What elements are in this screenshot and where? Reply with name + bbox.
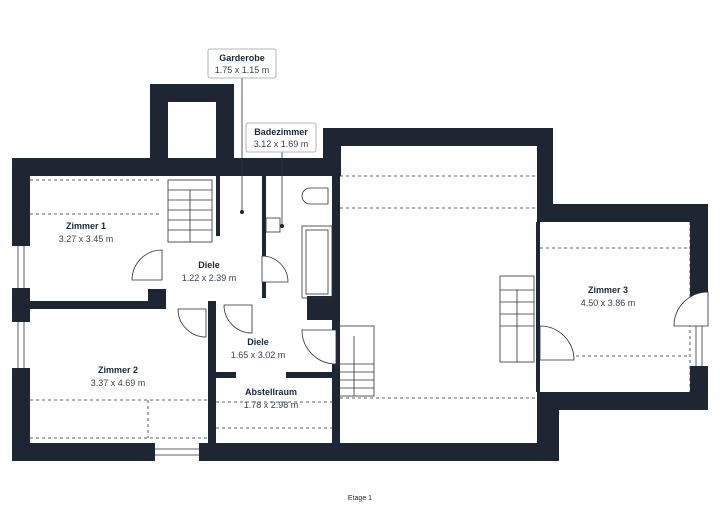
bathroom-fixtures	[265, 187, 333, 299]
room-name: Zimmer 3	[588, 285, 628, 295]
room-abstellraum: Abstellraum 1.78 x 2.98 m	[244, 387, 299, 410]
room-dims: 3.27 x 3.45 m	[59, 234, 114, 244]
room-diele-1: Diele 1.22 x 2.39 m	[182, 260, 237, 283]
callout-badezimmer-name: Badezimmer	[254, 127, 308, 137]
windows	[12, 246, 708, 461]
room-dims: 1.22 x 2.39 m	[182, 273, 237, 283]
room-zimmer-3: Zimmer 3 4.50 x 3.86 m	[581, 285, 636, 308]
room-dims: 3.37 x 4.69 m	[91, 378, 146, 388]
doors	[131, 249, 709, 365]
room-name: Abstellraum	[245, 387, 297, 397]
callout-badezimmer-dims: 3.12 x 1.69 m	[254, 139, 309, 149]
room-diele-2: Diele 1.65 x 3.02 m	[231, 337, 286, 360]
room-dims: 1.78 x 2.98 m	[244, 400, 299, 410]
callout-garderobe-dims: 1.75 x 1.15 m	[215, 65, 270, 75]
callout-garderobe: Garderobe 1.75 x 1.15 m	[207, 48, 277, 79]
room-zimmer-2: Zimmer 2 3.37 x 4.69 m	[91, 365, 146, 388]
floor-label: Etage 1	[348, 495, 372, 502]
callout-garderobe-name: Garderobe	[219, 53, 265, 63]
room-zimmer-1: Zimmer 1 3.27 x 3.45 m	[59, 221, 114, 244]
staircase-middle	[335, 325, 375, 397]
room-name: Zimmer 1	[66, 221, 106, 231]
callout-badezimmer: Badezimmer 3.12 x 1.69 m	[245, 122, 317, 153]
room-name: Zimmer 2	[98, 365, 138, 375]
walls	[12, 84, 708, 461]
room-dims: 1.65 x 3.02 m	[231, 350, 286, 360]
room-dims: 4.50 x 3.86 m	[581, 298, 636, 308]
callout-leaders	[240, 78, 284, 228]
staircase-right	[499, 275, 535, 363]
room-name: Diele	[198, 260, 220, 270]
room-name: Diele	[247, 337, 269, 347]
staircase-left	[167, 179, 213, 243]
